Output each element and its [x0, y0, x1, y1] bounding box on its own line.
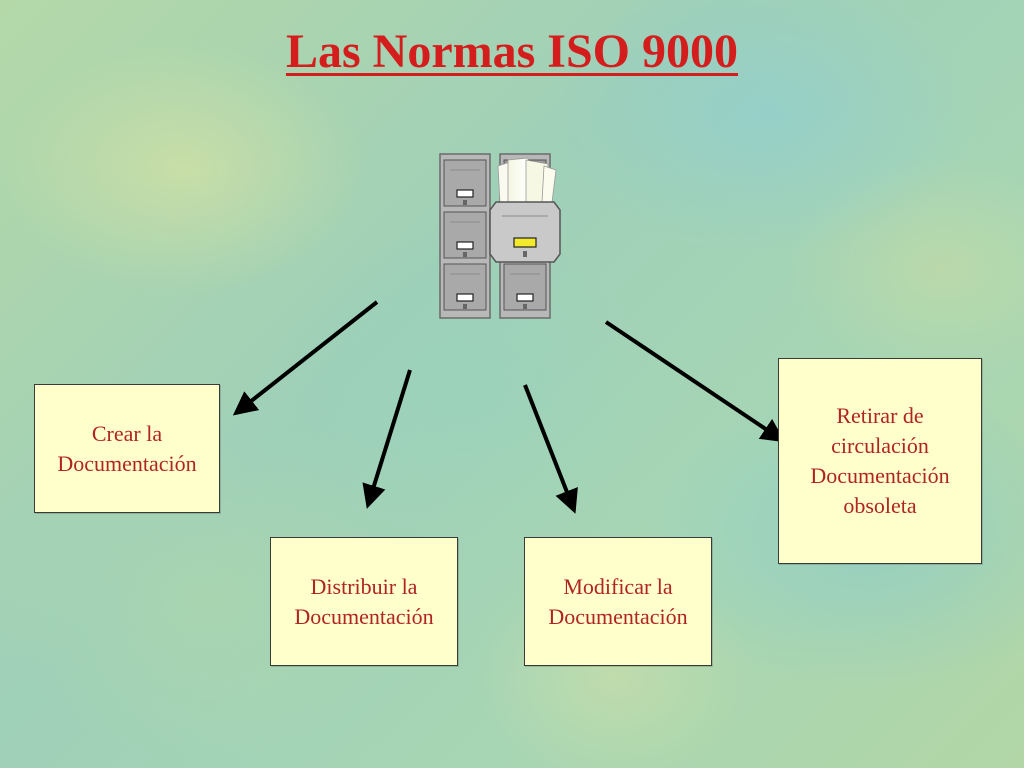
box-retirar-documentacion: Retirar de circulación Documentación obs… [778, 358, 982, 564]
slide-title: Las Normas ISO 9000 [0, 22, 1024, 82]
box-retirar-text: Retirar de circulación Documentación obs… [810, 403, 950, 518]
arrow-to-crear [232, 300, 379, 416]
box-distribuir-text: Distribuir la Documentación [294, 573, 434, 629]
box-modificar-documentacion: Modificar la Documentación [524, 537, 712, 666]
slide-title-text: Las Normas ISO 9000 [285, 25, 739, 78]
box-crear-documentacion: Crear la Documentación [34, 384, 220, 513]
filing-cabinet-icon [439, 153, 561, 319]
box-crear-text: Crear la Documentación [57, 420, 197, 476]
arrow-to-modificar [523, 384, 578, 514]
box-distribuir-documentacion: Distribuir la Documentación [270, 537, 458, 666]
arrow-to-distribuir [362, 369, 412, 509]
box-modificar-text: Modificar la Documentación [548, 573, 688, 629]
arrow-to-retirar [604, 320, 786, 443]
